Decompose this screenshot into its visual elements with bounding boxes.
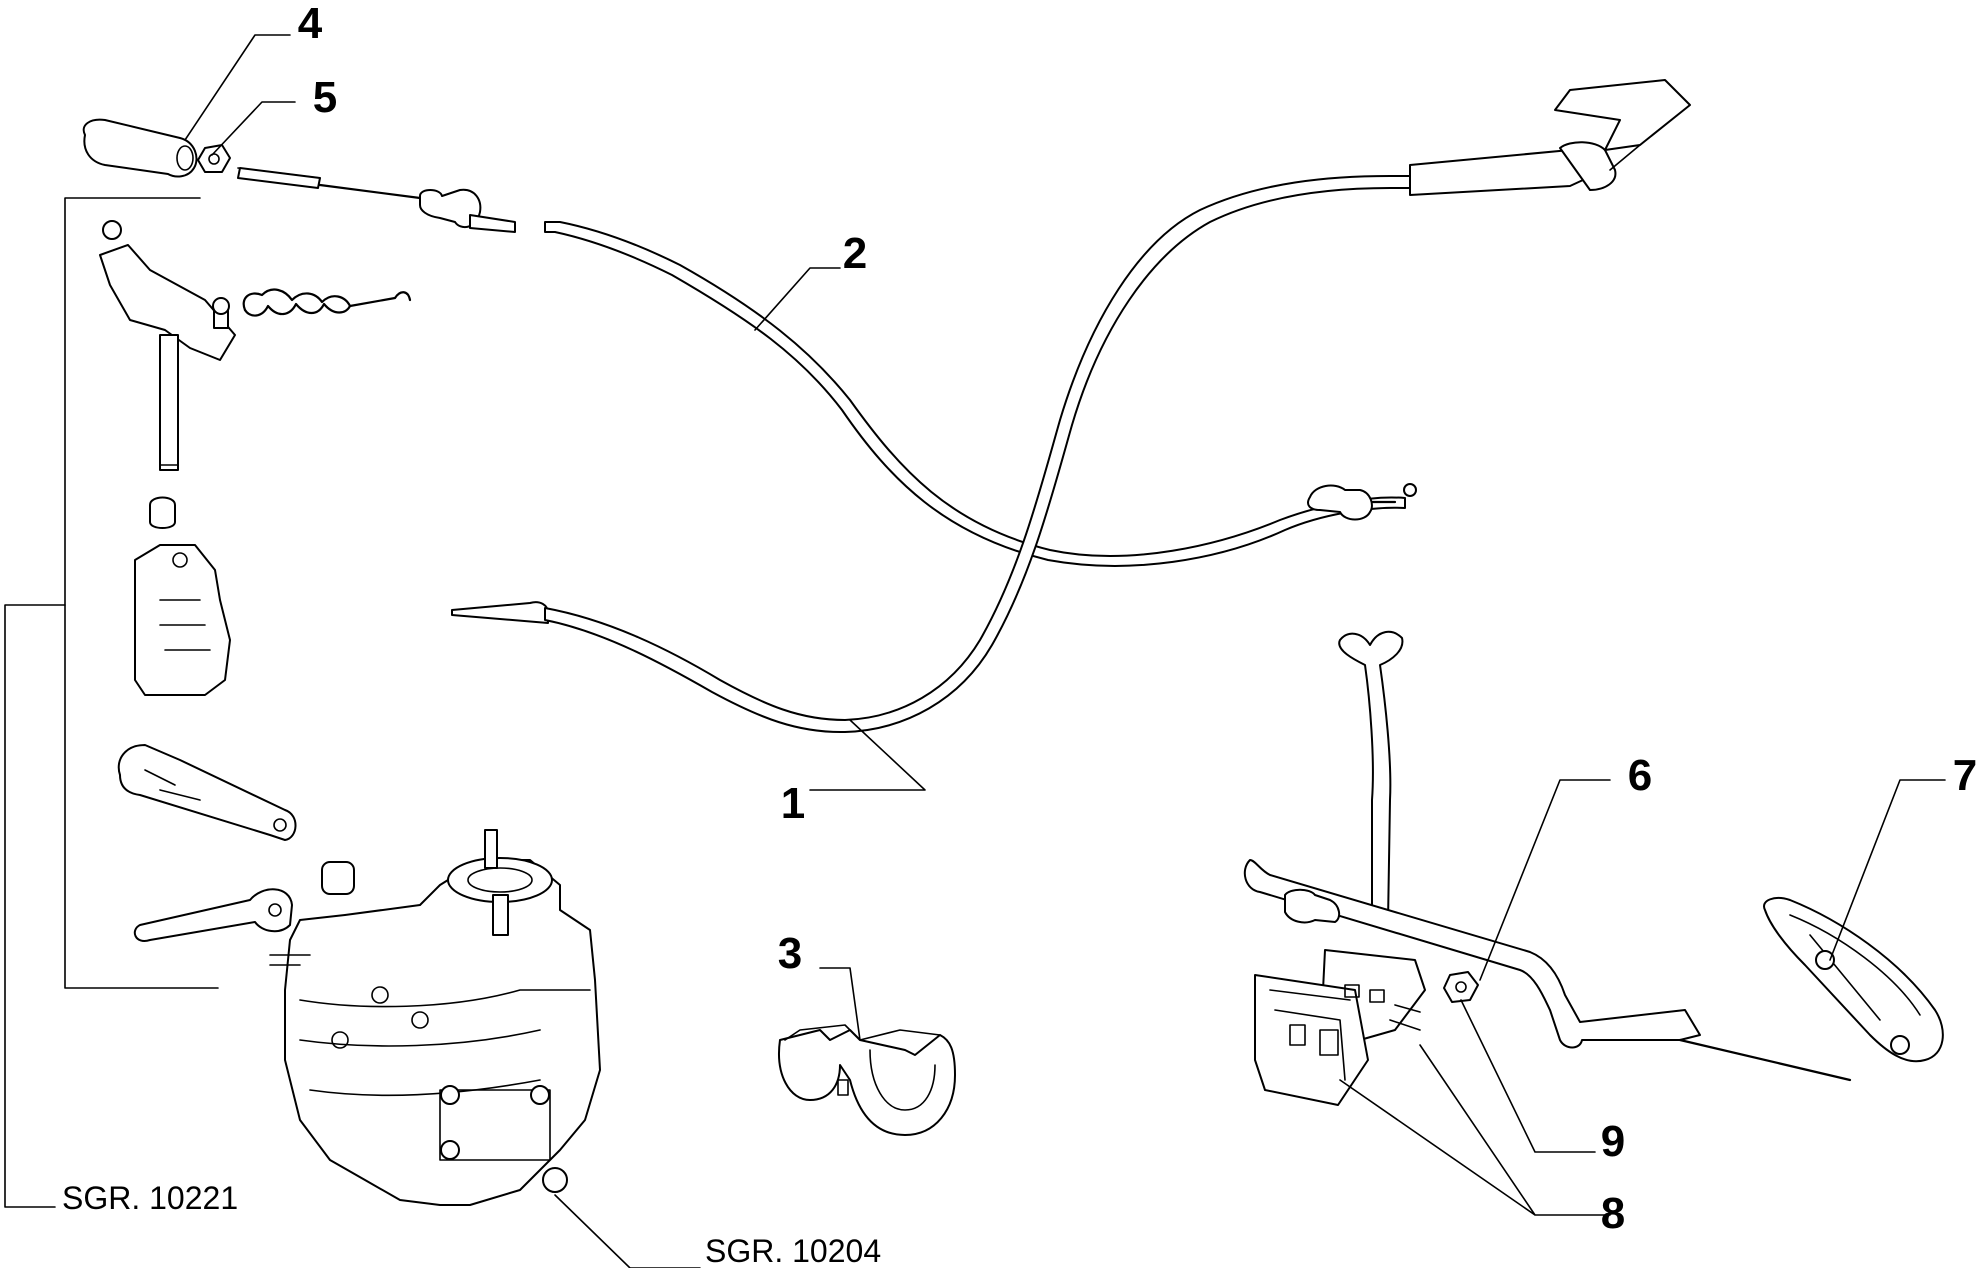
callout-9: 9 bbox=[1601, 1117, 1625, 1166]
pedal-mounts-8 bbox=[1254, 949, 1426, 1106]
cable-2 bbox=[237, 167, 1417, 567]
nut-5 bbox=[197, 144, 231, 173]
accelerator-pedal-rod-6 bbox=[1243, 630, 1852, 1082]
pedal-pad-7 bbox=[1763, 897, 1944, 1063]
group-bracket bbox=[4, 197, 219, 1208]
callout-8: 8 bbox=[1601, 1189, 1625, 1238]
linkage-rod bbox=[133, 888, 293, 942]
cable-clip-3 bbox=[778, 1024, 956, 1136]
callout-7: 7 bbox=[1953, 751, 1977, 800]
callout-6: 6 bbox=[1628, 751, 1652, 800]
cable-end-cap-4 bbox=[82, 118, 198, 178]
callout-labels: 4 5 2 1 3 6 7 9 8 SGR. 10221 SGR. 10204 bbox=[62, 0, 1977, 1268]
throttle-lever bbox=[99, 220, 236, 471]
sgr-ref-left: SGR. 10221 bbox=[62, 1180, 238, 1216]
callout-4: 4 bbox=[298, 0, 323, 48]
callout-5: 5 bbox=[313, 73, 337, 122]
throttle-arm bbox=[117, 744, 297, 841]
cable-1 bbox=[451, 79, 1691, 734]
return-spring bbox=[242, 288, 412, 317]
callout-2: 2 bbox=[843, 229, 867, 278]
arm-bushing bbox=[321, 861, 355, 895]
callout-1: 1 bbox=[781, 779, 805, 828]
leader-lines bbox=[184, 34, 1946, 1268]
sgr-ref-bottom: SGR. 10204 bbox=[705, 1233, 881, 1268]
lever-bracket bbox=[134, 544, 231, 696]
callout-3: 3 bbox=[778, 929, 802, 978]
nut-9 bbox=[1443, 971, 1479, 1003]
lever-bushing bbox=[149, 496, 176, 529]
carburettor bbox=[269, 829, 601, 1206]
